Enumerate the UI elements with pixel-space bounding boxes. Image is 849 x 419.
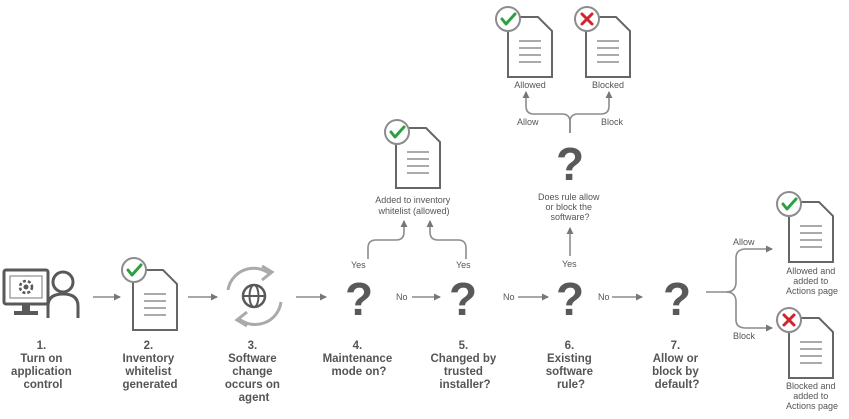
step-4-caption: 4. Maintenance mode on? [323, 340, 396, 378]
yes-label-6: Yes [562, 259, 577, 269]
no-label-5: No [503, 292, 515, 302]
question-mark-5: ? [449, 273, 477, 325]
no-label-6: No [598, 292, 610, 302]
cross-icon [775, 306, 803, 334]
step-6-caption: 6. Existing software rule? [546, 340, 597, 391]
step-2-caption: 2. Inventory whitelist generated [123, 340, 178, 391]
blocked-label: Blocked [592, 80, 624, 90]
checkmark-icon [120, 256, 148, 284]
yes-label-5: Yes [456, 260, 471, 270]
question-mark-4: ? [345, 273, 373, 325]
step-1-caption: 1. Turn on application control [11, 340, 75, 391]
no-label-4: No [396, 292, 408, 302]
sync-globe-icon [226, 264, 283, 328]
checkmark-icon [383, 118, 411, 146]
step-5-caption: 5. Changed by trusted installer? [430, 340, 499, 391]
yes-label-4: Yes [351, 260, 366, 270]
connectors [93, 91, 773, 332]
allow-label-default: Allow [733, 237, 755, 247]
step-3-caption: 3. Software change occurs on agent [225, 340, 283, 404]
checkmark-icon [494, 5, 522, 33]
added-inventory-label: Added to inventory whitelist (allowed) [375, 195, 453, 216]
blocked-actions-label: Blocked and added to Actions page [786, 381, 838, 411]
question-mark-7: ? [663, 273, 691, 325]
question-mark-6: ? [556, 273, 584, 325]
question-mark-rule: ? [556, 138, 584, 190]
allow-label-rule: Allow [517, 117, 539, 127]
checkmark-icon [775, 190, 803, 218]
allowed-label: Allowed [514, 80, 546, 90]
does-rule-label: Does rule allow or block the software? [538, 192, 602, 222]
block-label-default: Block [733, 331, 756, 341]
block-label-rule: Block [601, 117, 624, 127]
allowed-actions-label: Allowed and added to Actions page [786, 266, 838, 296]
step-7-caption: 7. Allow or block by default? [652, 340, 702, 391]
computer-user-icon [2, 268, 80, 318]
cross-icon [573, 5, 601, 33]
